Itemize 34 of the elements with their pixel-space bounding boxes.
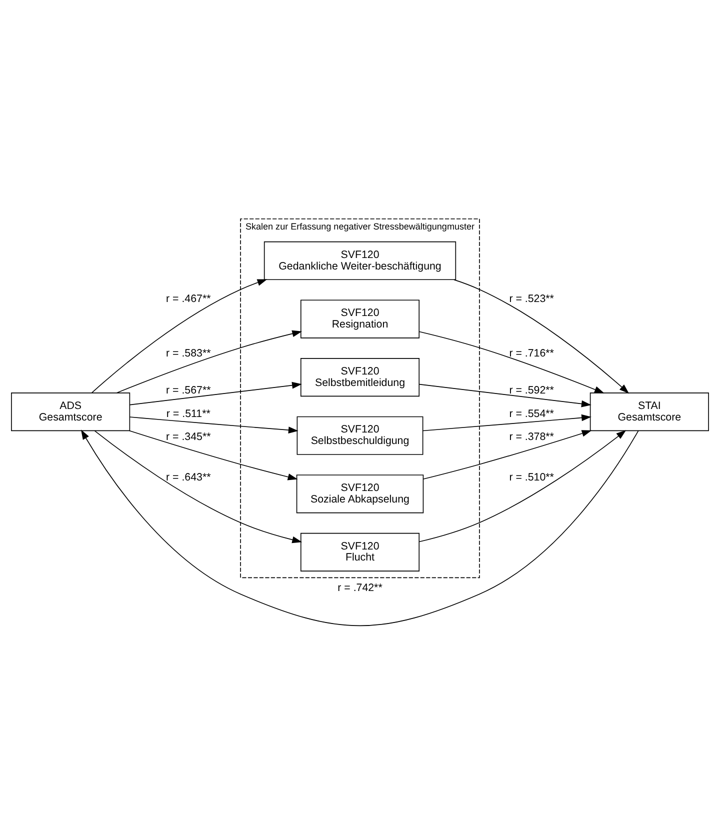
arrow bbox=[116, 330, 302, 394]
edge-label: r = .345** bbox=[166, 431, 211, 444]
arrow bbox=[129, 430, 298, 480]
edge-label: r = .742** bbox=[338, 582, 382, 594]
arrow bbox=[422, 414, 592, 432]
node-box: SVF120 Selbstbemitleidung bbox=[300, 358, 420, 397]
arrow bbox=[130, 382, 302, 406]
edge-label: r = .510** bbox=[509, 471, 554, 484]
node-box: STAI Gesamtscore bbox=[590, 392, 709, 432]
edge-label: r = .592** bbox=[509, 384, 554, 396]
node-box: SVF120 Gedankliche Weiter-beschäftigung bbox=[264, 241, 456, 280]
edge-label: r = .378** bbox=[509, 431, 554, 444]
node-box: ADS Gesamtscore bbox=[11, 392, 130, 432]
edge-label: r = .554** bbox=[509, 408, 554, 420]
arrow bbox=[418, 430, 626, 542]
edge-label: r = .523** bbox=[509, 293, 554, 306]
arrow bbox=[91, 279, 268, 394]
node-box: SVF120 Selbstbeschuldigung bbox=[296, 416, 424, 455]
edge-label: r = .511** bbox=[166, 408, 210, 420]
edge-label: r = .716** bbox=[509, 347, 554, 360]
node-box: SVF120 Soziale Abkapselung bbox=[296, 474, 424, 514]
arrow bbox=[454, 279, 630, 394]
edge-label: r = .643** bbox=[166, 471, 211, 484]
arrow bbox=[418, 331, 604, 394]
node-box: SVF120 Resignation bbox=[300, 300, 420, 338]
arrow bbox=[419, 384, 592, 408]
node-box: SVF120 Flucht bbox=[300, 532, 420, 572]
edge-label: r = .467** bbox=[166, 293, 211, 306]
arrow bbox=[129, 416, 298, 434]
arrow bbox=[423, 430, 592, 480]
arrow bbox=[80, 430, 639, 626]
edge-label: r = .567** bbox=[166, 384, 211, 396]
edge-label: r = .583** bbox=[166, 347, 211, 360]
arrow bbox=[94, 430, 302, 544]
